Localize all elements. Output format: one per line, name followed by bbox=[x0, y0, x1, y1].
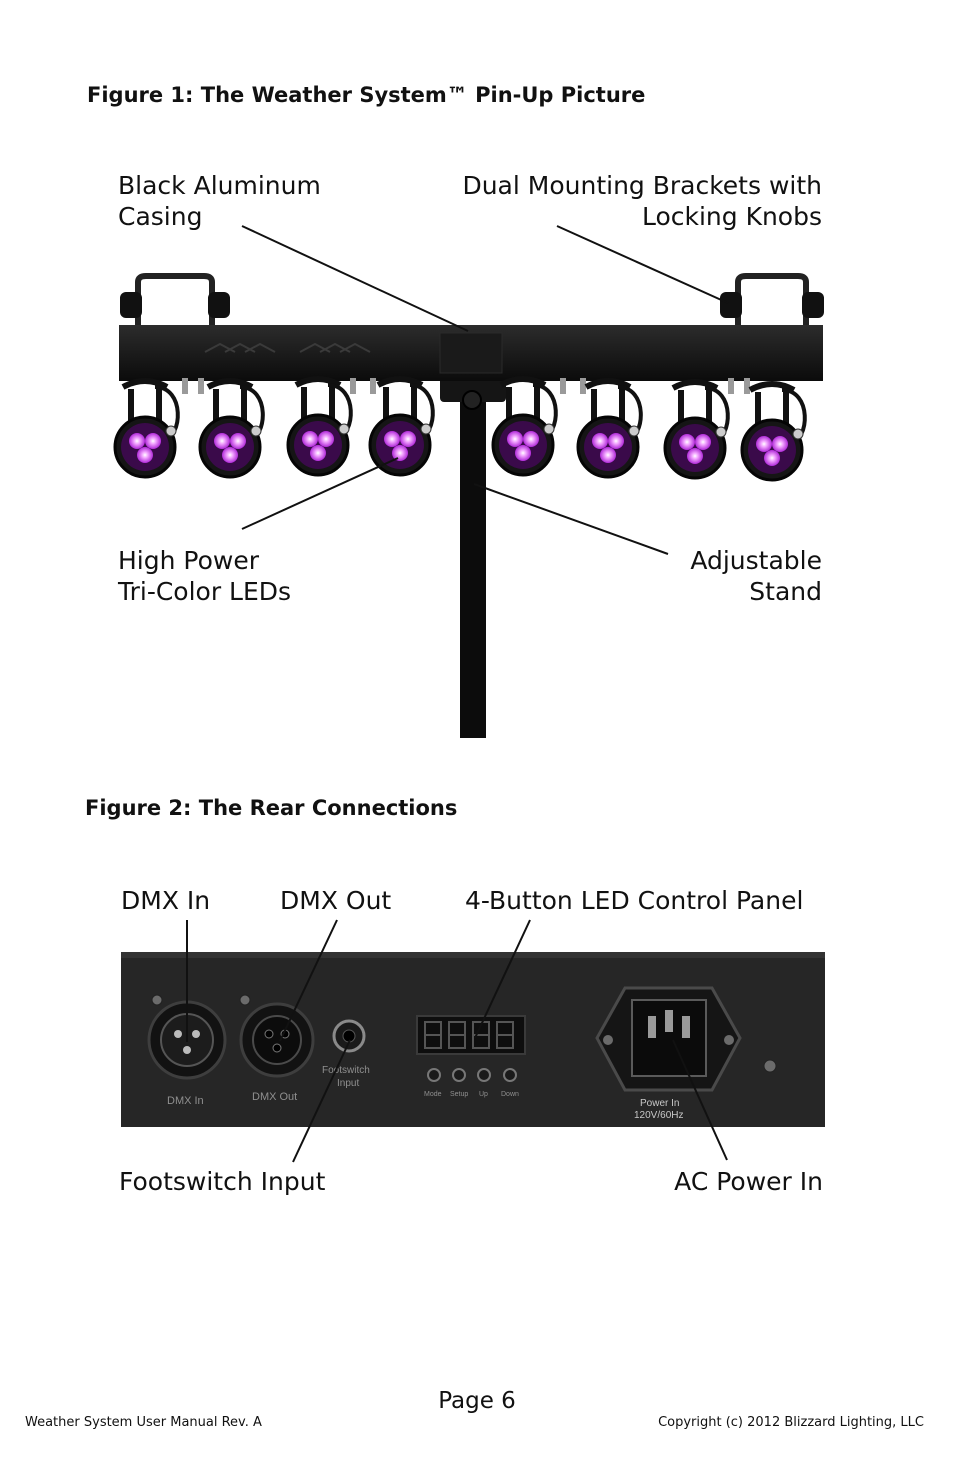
ac-power-inlet-icon bbox=[595, 986, 742, 1092]
bar-connectors bbox=[182, 378, 750, 394]
label-mounting-brackets: Dual Mounting Brackets with Locking Knob… bbox=[440, 170, 822, 232]
label-line: Black Aluminum bbox=[118, 171, 321, 200]
panel-print-down: Down bbox=[501, 1091, 519, 1098]
label-line: Locking Knobs bbox=[641, 202, 822, 231]
footer-manual-title: Weather System User Manual Rev. A bbox=[25, 1415, 262, 1430]
product-photo-weather-system bbox=[0, 225, 824, 738]
footswitch-jack-icon bbox=[332, 1019, 366, 1053]
down-button-icon bbox=[503, 1068, 517, 1082]
label-adjustable-stand: Adjustable Stand bbox=[600, 545, 822, 607]
stand-knob-icon bbox=[462, 390, 482, 410]
label-line: Dual Mounting Brackets with bbox=[462, 171, 822, 200]
label-line: Casing bbox=[118, 202, 203, 231]
footer-copyright: Copyright (c) 2012 Blizzard Lighting, LL… bbox=[658, 1415, 924, 1430]
dmx-out-connector-icon bbox=[239, 1002, 315, 1078]
panel-print-input: Input bbox=[337, 1078, 359, 1089]
figure-1-title: Figure 1: The Weather System™ Pin-Up Pic… bbox=[87, 83, 646, 107]
panel-print-up: Up bbox=[479, 1091, 488, 1098]
mounting-bracket-left bbox=[120, 273, 230, 325]
led-display bbox=[416, 1015, 526, 1055]
up-button-icon bbox=[477, 1068, 491, 1082]
center-plate bbox=[439, 332, 503, 374]
vent-chevrons bbox=[204, 342, 371, 353]
panel-print-power-in: Power In bbox=[640, 1098, 679, 1109]
label-line: Tri-Color LEDs bbox=[118, 577, 292, 606]
label-footswitch-input: Footswitch Input bbox=[119, 1167, 326, 1196]
panel-print-setup: Setup bbox=[450, 1091, 468, 1098]
mounting-bracket-right bbox=[720, 273, 824, 325]
rear-panel-photo: DMX In DMX Out Footswitch Input Mode Set… bbox=[121, 919, 825, 1163]
panel-print-dmx-in: DMX In bbox=[167, 1095, 204, 1107]
panel-screws bbox=[151, 994, 777, 1073]
panel-print-footswitch: Footswitch bbox=[322, 1065, 370, 1076]
label-dmx-in: DMX In bbox=[121, 886, 211, 915]
page-number: Page 6 bbox=[438, 1388, 516, 1414]
figure-1-callout-lines bbox=[241, 225, 729, 555]
label-control-panel: 4-Button LED Control Panel bbox=[465, 886, 804, 915]
label-dmx-out: DMX Out bbox=[280, 886, 392, 915]
label-high-power-leds: High Power Tri-Color LEDs bbox=[118, 545, 291, 607]
label-line: Stand bbox=[749, 577, 822, 606]
stand-pole bbox=[460, 360, 486, 738]
setup-button-icon bbox=[452, 1068, 466, 1082]
label-line: Adjustable bbox=[690, 546, 822, 575]
label-black-aluminum-casing: Black Aluminum Casing bbox=[118, 170, 321, 232]
panel-print-voltage: 120V/60Hz bbox=[634, 1110, 683, 1121]
figure-2-callout-lines bbox=[186, 919, 728, 1163]
label-ac-power-in: AC Power In bbox=[674, 1167, 823, 1196]
control-buttons bbox=[427, 1068, 517, 1082]
label-line: High Power bbox=[118, 546, 259, 575]
panel-print-mode: Mode bbox=[424, 1091, 442, 1098]
figure-2-title: Figure 2: The Rear Connections bbox=[85, 796, 458, 820]
panel-print-dmx-out: DMX Out bbox=[252, 1091, 297, 1103]
mode-button-icon bbox=[427, 1068, 441, 1082]
